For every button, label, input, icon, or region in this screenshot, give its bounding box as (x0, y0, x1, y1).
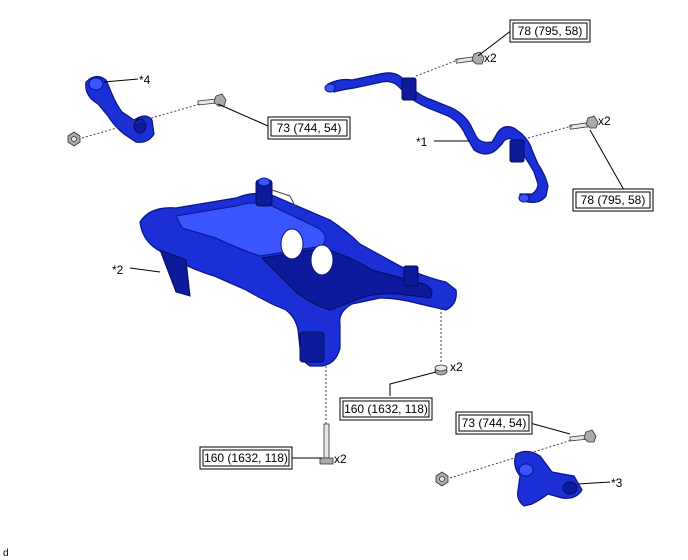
assembly-line-stab-top (415, 59, 459, 77)
leader-part4 (103, 78, 139, 83)
callout-part1: *1 (416, 135, 428, 149)
arm-right-bolt (569, 429, 597, 443)
torque-arm-left: 73 (744, 54) (277, 121, 342, 135)
leader-part3 (577, 481, 611, 485)
leader-arm-right (529, 422, 571, 435)
torque-stabilizer-right: 78 (795, 58) (581, 193, 646, 207)
torque-box-arm-left: 73 (744, 54) (267, 116, 351, 140)
qty-crossmember-nut: x2 (450, 360, 463, 374)
qty-stabilizer-right: x2 (598, 114, 611, 128)
torque-box-arm-right: 73 (744, 54) (455, 411, 533, 435)
torque-crossmember-nut: 160 (1632, 118) (344, 402, 428, 416)
stabilizer-top-bolt (455, 51, 485, 65)
torque-crossmember-bolt: 160 (1632, 118) (204, 451, 288, 465)
right-arm-part (435, 450, 583, 507)
leader-stab-top (477, 29, 513, 57)
torque-box-crossmember-nut: 160 (1632, 118) (339, 397, 433, 421)
callout-part2: *2 (112, 263, 124, 277)
crossmember-nut (434, 364, 448, 376)
leader-nut (389, 371, 437, 396)
leader-stab-right (589, 129, 625, 191)
assembly-line-stab-right (527, 125, 573, 139)
arm-left-bolt (197, 93, 227, 107)
corner-mark: d (3, 548, 9, 559)
assembly-line-left-arm (81, 103, 201, 139)
torque-arm-right: 73 (744, 54) (462, 416, 527, 430)
leader-part2 (129, 267, 161, 273)
stabilizer-bar-part (324, 72, 549, 203)
leader-arm-left (217, 103, 269, 127)
crossmember-part (139, 177, 457, 367)
callout-part3: *3 (611, 476, 623, 490)
assembly-line-right-arm (449, 439, 573, 479)
torque-stabilizer-top: 78 (795, 58) (518, 24, 583, 38)
callout-part4: *4 (139, 73, 151, 87)
stabilizer-right-bolt (569, 115, 599, 130)
qty-crossmember-bolt: x2 (334, 452, 347, 466)
torque-box-stabilizer-top: 78 (795, 58) (509, 19, 591, 43)
torque-box-stabilizer-right: 78 (795, 58) (572, 188, 654, 212)
qty-stabilizer-top: x2 (484, 51, 497, 65)
torque-box-crossmember-bolt: 160 (1632, 118) (199, 446, 293, 470)
